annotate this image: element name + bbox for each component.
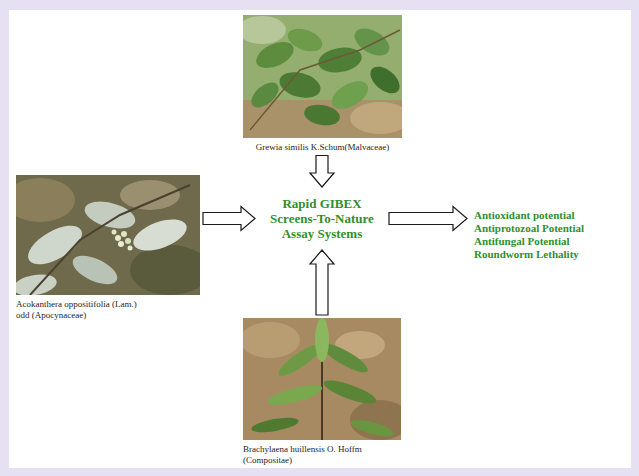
assay-system-box: Rapid GIBEX Screens-To-Nature Assay Syst… [258,190,386,247]
block-arrow [203,207,255,231]
outcome-list-box: Antioxidant potentialAntiprotozoal Poten… [470,205,588,265]
plant-photo-box: Grewia similis K.Schum(Malvaceae) [243,15,402,153]
outcome-item: Antioxidant potential [474,209,584,222]
plant-photo-box: Brachylaena huillensis O. Hoffm (Composi… [243,318,401,465]
species-caption: Brachylaena huillensis O. Hoffm (Composi… [243,444,369,465]
outcome-item: Roundworm Lethality [474,248,584,261]
outcome-item: Antifungal Potential [474,235,584,248]
brachylaena-photo [243,318,401,440]
assay-title: Rapid GIBEX Screens-To-Nature Assay Syst… [264,196,380,241]
grewia-photo [243,15,402,138]
block-arrow [389,207,467,231]
block-arrow [310,156,334,188]
plant-photo-box: Acokanthera oppositifolia (Lam.) odd (Ap… [16,175,200,320]
acokanthera-photo [16,175,200,295]
species-caption: Acokanthera oppositifolia (Lam.) odd (Ap… [16,299,142,320]
species-caption: Grewia similis K.Schum(Malvaceae) [243,142,402,153]
outcome-item: Antiprotozoal Potential [474,222,584,235]
page-ground [9,10,631,468]
block-arrow [310,250,334,315]
